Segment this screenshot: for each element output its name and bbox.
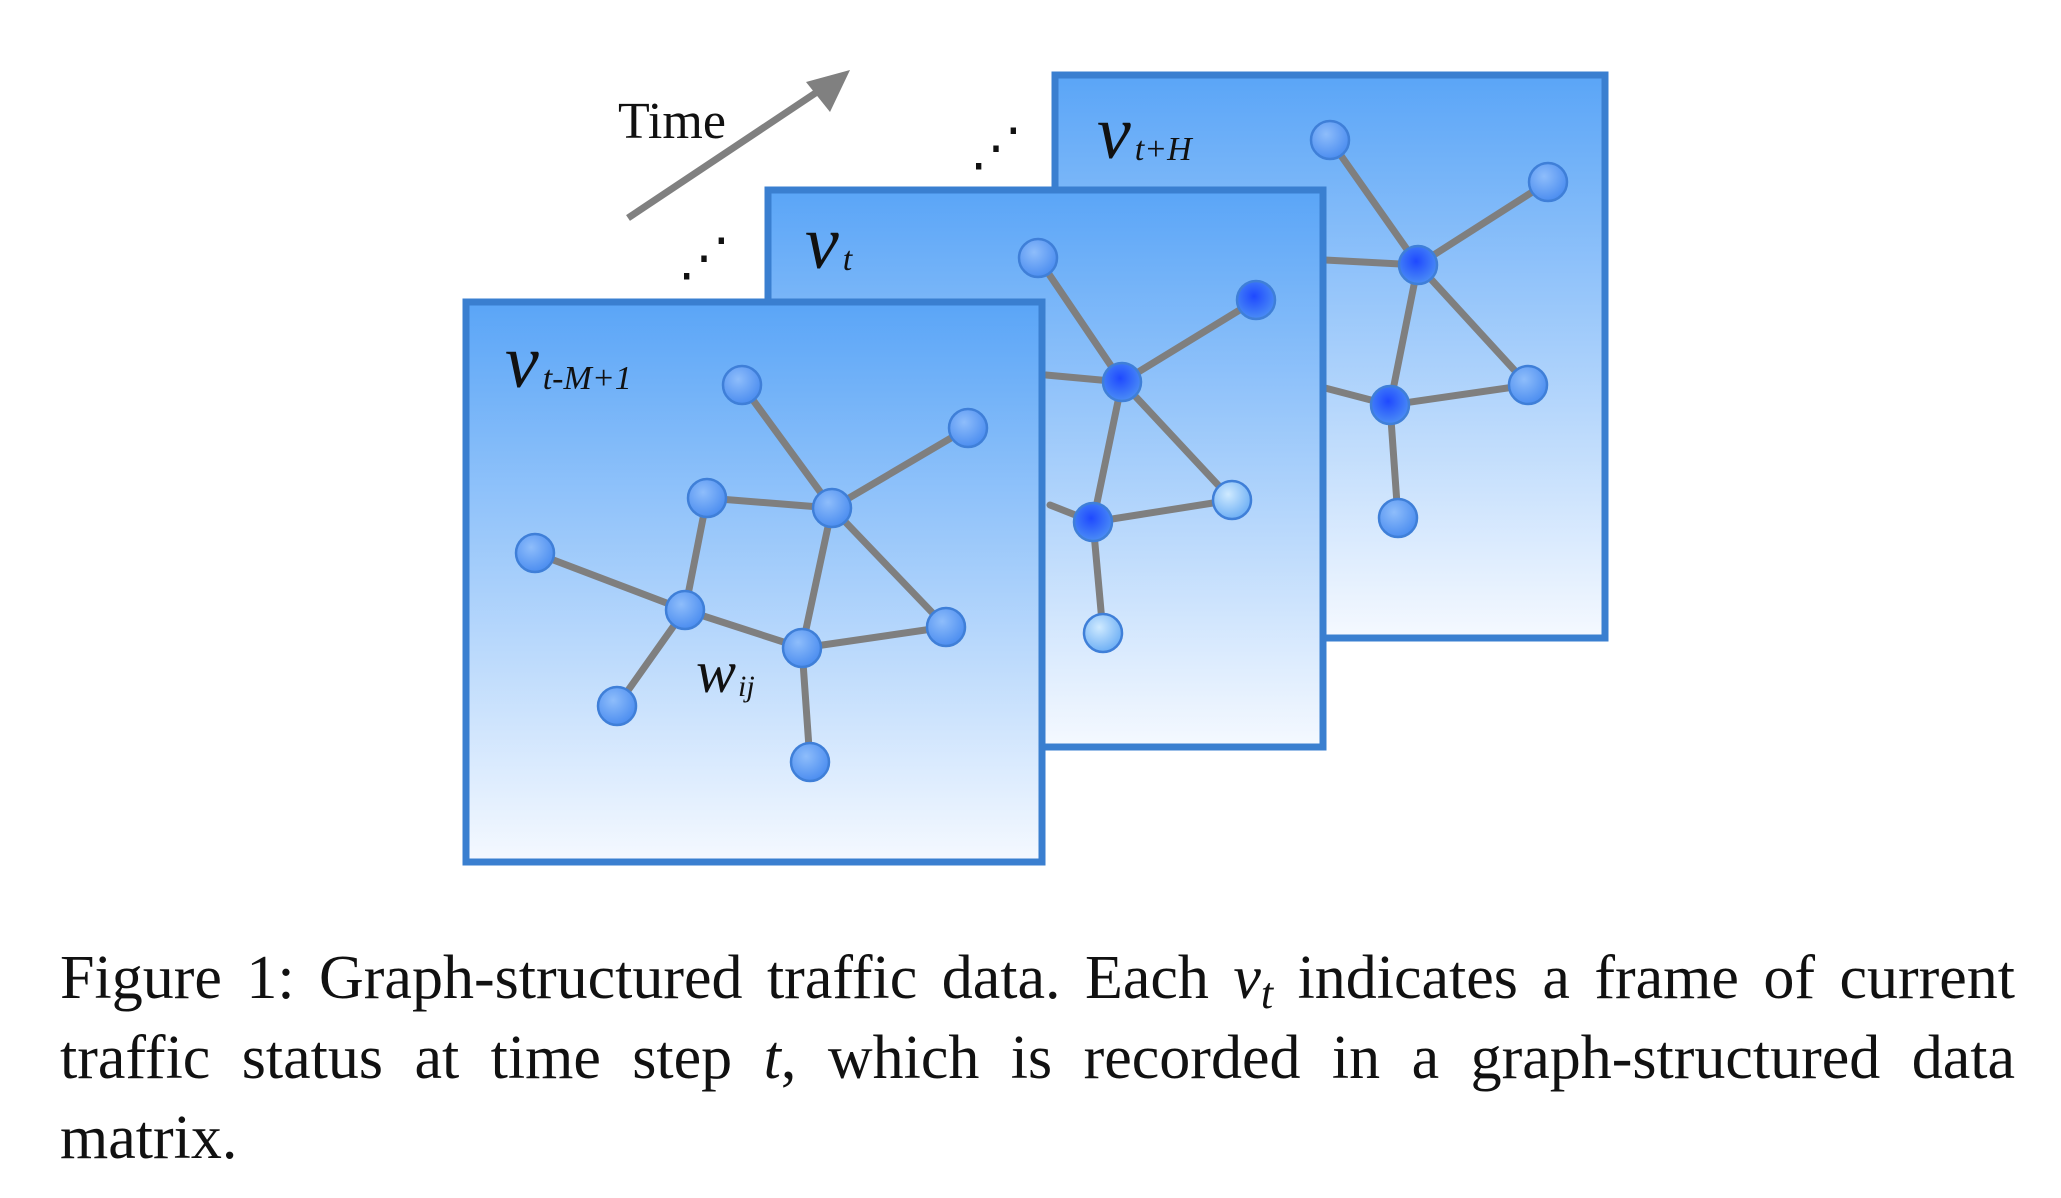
frame-middle-nodes bbox=[1017, 237, 1277, 654]
graph-node bbox=[1072, 501, 1114, 543]
time-label: Time bbox=[618, 93, 726, 150]
graph-node bbox=[721, 364, 763, 406]
graph-node bbox=[789, 741, 831, 783]
graph-node bbox=[947, 407, 989, 449]
graph-node bbox=[664, 589, 706, 631]
graph-node bbox=[1082, 612, 1124, 654]
frame-front-nodes bbox=[514, 364, 989, 783]
graph-node bbox=[811, 487, 853, 529]
graph-node bbox=[1211, 479, 1253, 521]
graph-node bbox=[1377, 497, 1419, 539]
graph-node bbox=[1309, 119, 1351, 161]
ellipsis-middle: ⋰ bbox=[678, 230, 730, 287]
graph-node bbox=[1527, 161, 1569, 203]
graph-node bbox=[1397, 244, 1439, 286]
graph-node bbox=[514, 532, 556, 574]
graph-node bbox=[1101, 361, 1143, 403]
graph-node bbox=[1507, 364, 1549, 406]
graph-node bbox=[1017, 237, 1059, 279]
graph-node bbox=[686, 477, 728, 519]
graph-node bbox=[596, 685, 638, 727]
graph-node bbox=[781, 627, 823, 669]
graph-node bbox=[925, 606, 967, 648]
time-arrow bbox=[626, 70, 850, 221]
frame-back-nodes bbox=[1309, 119, 1569, 539]
ellipsis-top: ⋰ bbox=[970, 120, 1022, 177]
figure-caption: Figure 1: Graph-structured traffic data.… bbox=[60, 944, 2016, 1172]
edge-weight-label: wij bbox=[696, 639, 755, 705]
graph-node bbox=[1235, 279, 1277, 321]
graph-node bbox=[1369, 384, 1411, 426]
